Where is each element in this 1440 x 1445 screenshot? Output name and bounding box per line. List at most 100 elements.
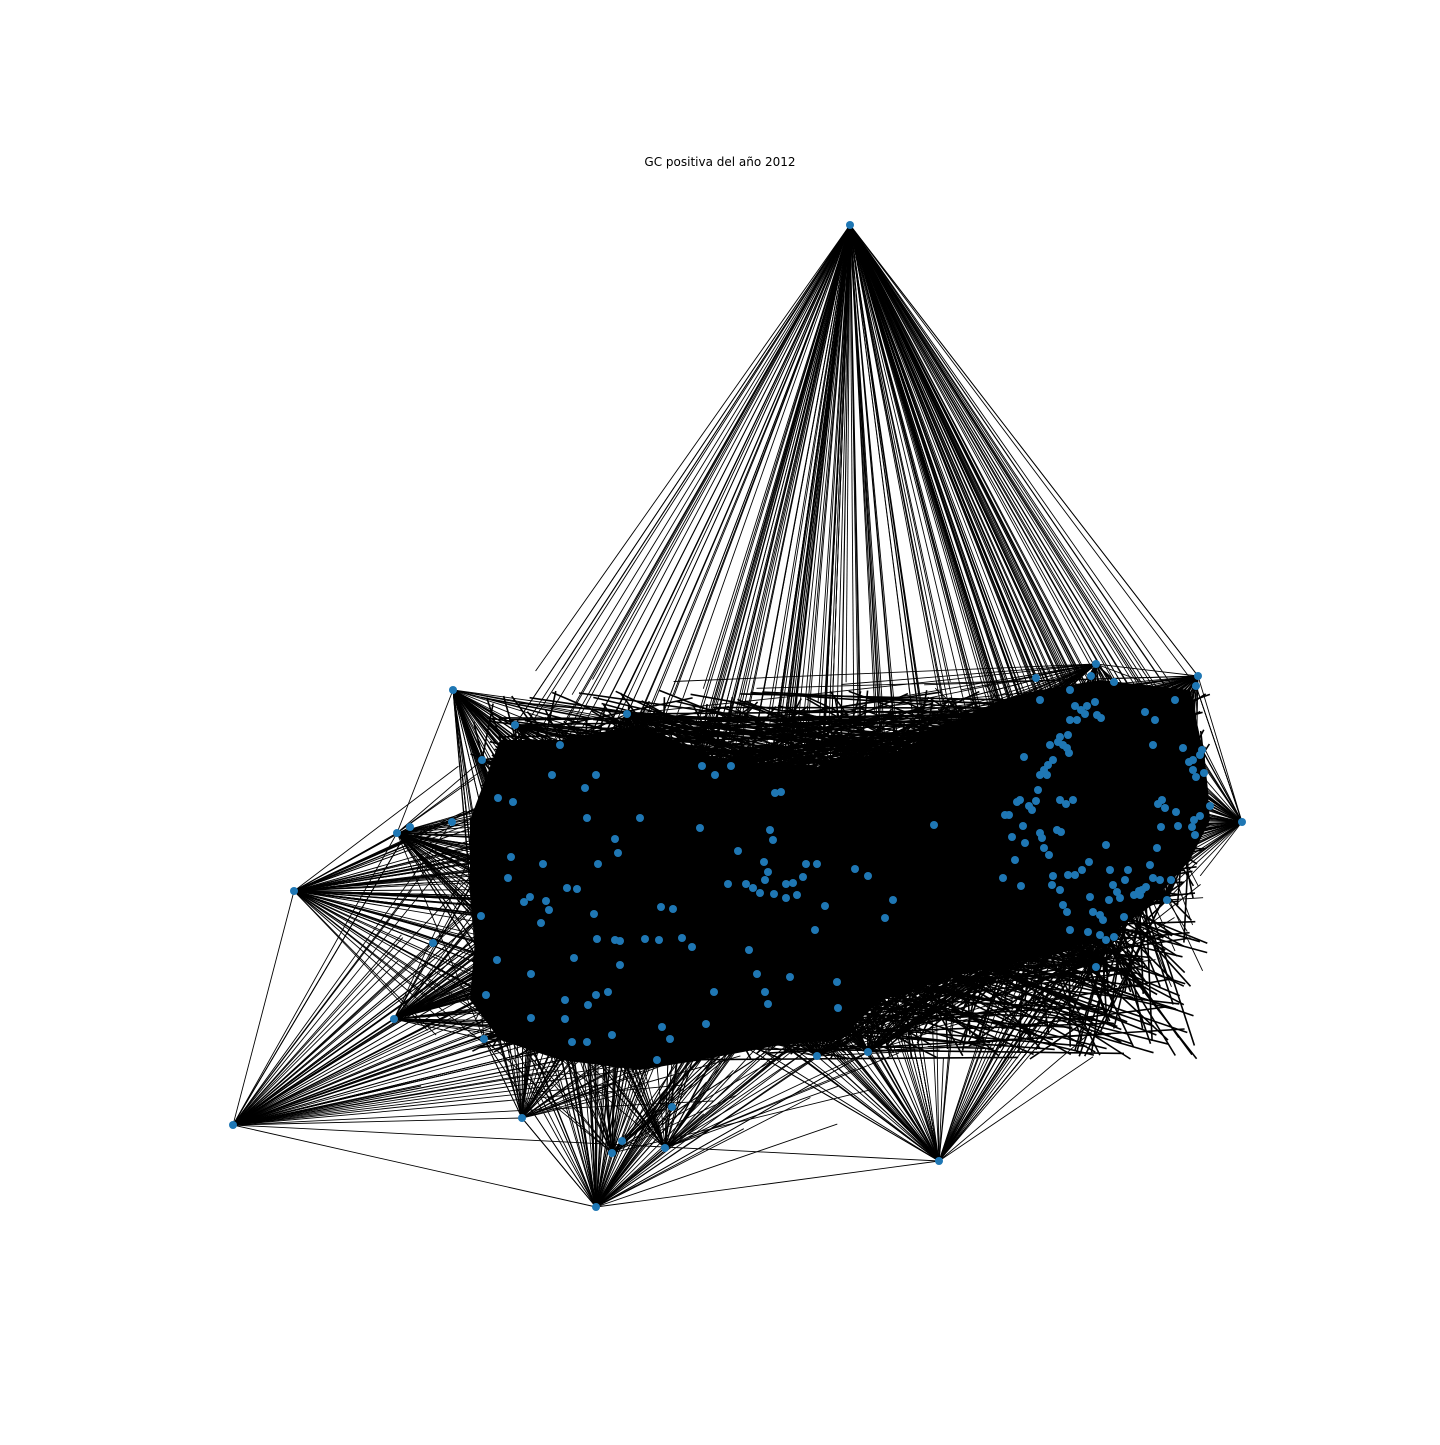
graph-node: [1188, 823, 1196, 831]
graph-node: [1120, 913, 1128, 921]
graph-node: [688, 943, 696, 951]
graph-node: [1032, 797, 1040, 805]
graph-node: [864, 1048, 872, 1056]
graph-node: [1091, 698, 1099, 706]
graph-node: [1045, 851, 1053, 859]
graph-node: [1151, 716, 1159, 724]
graph-node: [999, 874, 1007, 882]
graph-node: [507, 853, 515, 861]
graph-edge: [850, 225, 1198, 676]
graph-node: [1019, 822, 1027, 830]
graph-node: [539, 860, 547, 868]
graph-node: [1110, 678, 1118, 686]
graph-node: [590, 910, 598, 918]
graph-node: [851, 865, 859, 873]
graph-node: [1206, 802, 1214, 810]
graph-node: [799, 873, 807, 881]
graph-node: [1161, 804, 1169, 812]
graph-node: [570, 954, 578, 962]
graph-node: [1167, 876, 1175, 884]
graph-node: [1066, 926, 1074, 934]
graph-node: [655, 936, 663, 944]
graph-node: [653, 1056, 661, 1064]
graph-node: [1136, 891, 1144, 899]
graph-node: [482, 991, 490, 999]
graph-node: [1092, 660, 1100, 668]
graph-node: [749, 884, 757, 892]
graph-edge: [939, 1031, 1093, 1161]
graph-node: [561, 1015, 569, 1023]
graph-node: [641, 935, 649, 943]
graph-node: [745, 946, 753, 954]
graph-node: [1116, 894, 1124, 902]
graph-node: [563, 884, 571, 892]
graph-node: [616, 961, 624, 969]
graph-node: [545, 906, 553, 914]
graph-node: [1084, 928, 1092, 936]
graph-node: [614, 849, 622, 857]
graph-node: [760, 858, 768, 866]
graph-node: [592, 991, 600, 999]
graph-node: [1017, 882, 1025, 890]
graph-edge: [850, 225, 1196, 686]
graph-node: [593, 935, 601, 943]
graph-node: [1146, 861, 1154, 869]
graph-node: [1028, 806, 1036, 814]
graph-node: [935, 1157, 943, 1165]
graph-node: [573, 885, 581, 893]
graph-node: [548, 771, 556, 779]
graph-node: [618, 1137, 626, 1145]
graph-node: [1087, 672, 1095, 680]
graph-node: [583, 1038, 591, 1046]
graph-node: [1020, 753, 1028, 761]
graph-node: [527, 1014, 535, 1022]
graph-node: [1040, 844, 1048, 852]
graph-node: [1172, 808, 1180, 816]
graph-node: [811, 926, 819, 934]
graph-node: [477, 912, 485, 920]
graph-node: [764, 868, 772, 876]
graph-node: [661, 1144, 669, 1152]
graph-edge: [850, 225, 1172, 745]
graph-node: [1110, 933, 1118, 941]
graph-node: [1121, 876, 1129, 884]
graph-node: [834, 1004, 842, 1012]
graph-node: [1191, 831, 1199, 839]
graph-node: [568, 1038, 576, 1046]
graph-node: [724, 880, 732, 888]
graph-node: [1071, 871, 1079, 879]
graph-node: [1056, 886, 1064, 894]
graph-node: [1034, 786, 1042, 794]
graph-node: [1064, 731, 1072, 739]
graph-node: [1149, 741, 1157, 749]
graph-node: [393, 829, 401, 837]
graph-node: [494, 794, 502, 802]
graph-node: [509, 798, 517, 806]
graph-node: [666, 1035, 674, 1043]
graph-node: [594, 860, 602, 868]
graph-node: [821, 902, 829, 910]
graph-node: [1081, 710, 1089, 718]
graph-node: [734, 847, 742, 855]
graph-node: [769, 836, 777, 844]
graph-node: [782, 894, 790, 902]
graph-node: [1063, 908, 1071, 916]
graph-node: [1062, 800, 1070, 808]
graph-node: [429, 939, 437, 947]
graph-node: [1066, 686, 1074, 694]
graph-node: [1109, 881, 1117, 889]
graph-node: [1105, 896, 1113, 904]
graph-node: [1200, 769, 1208, 777]
graph-node: [1056, 733, 1064, 741]
graph-node: [581, 784, 589, 792]
graph-node: [1016, 796, 1024, 804]
graph-node: [1153, 844, 1161, 852]
graph-node: [710, 988, 718, 996]
graph-edge: [233, 1125, 596, 1207]
graph-node: [527, 970, 535, 978]
graph-node: [1149, 874, 1157, 882]
graph-node: [813, 1052, 821, 1060]
graph-node: [1069, 796, 1077, 804]
